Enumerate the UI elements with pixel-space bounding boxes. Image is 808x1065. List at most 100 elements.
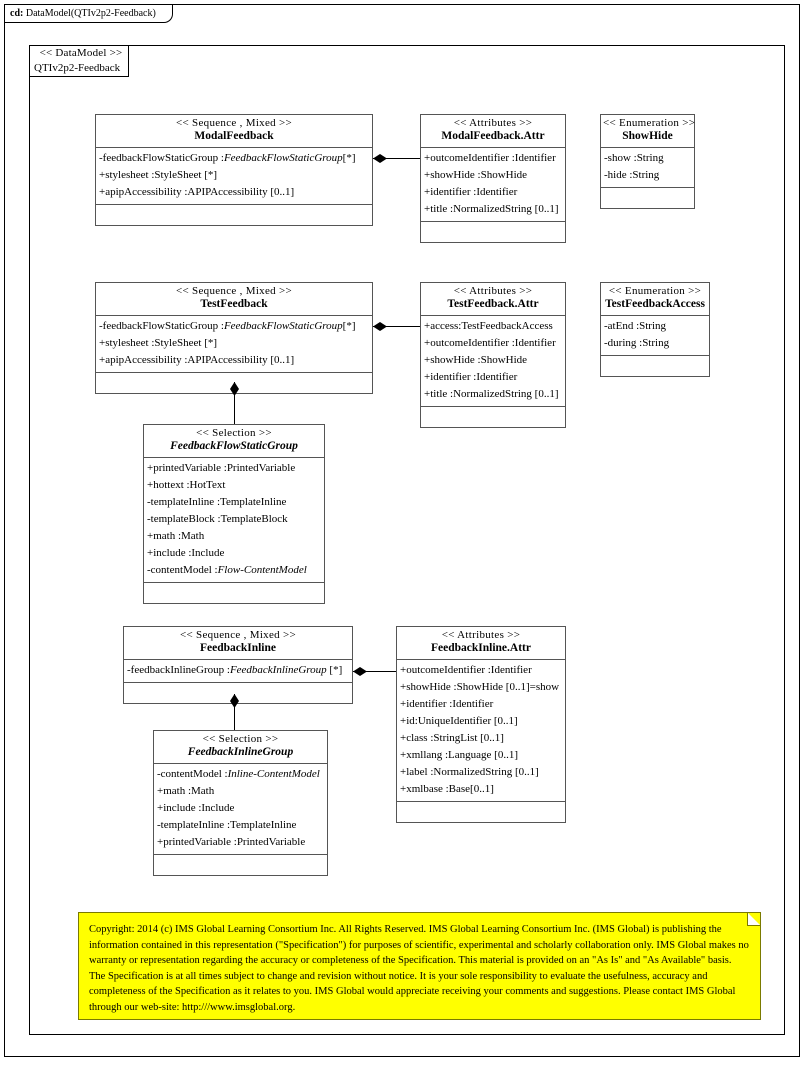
class-box-test-feedback[interactable]: << Sequence , Mixed >> TestFeedback -fee… <box>95 282 373 394</box>
attribute-row: +apipAccessibility :APIPAccessibility [0… <box>99 185 295 198</box>
attribute-row: +stylesheet :StyleSheet [*] <box>99 336 218 349</box>
attribute-row: +xmlbase :Base[0..1] <box>400 782 494 795</box>
class-box-test-feedback-attr[interactable]: << Attributes >> TestFeedback.Attr +acce… <box>420 282 566 428</box>
composition-line-feedback-inline-group <box>234 694 235 732</box>
class-stereotype: << Attributes >> <box>453 117 533 129</box>
class-attributes: -contentModel :Inline-ContentModel +math… <box>154 764 327 855</box>
class-box-test-feedback-access[interactable]: << Enumeration >> TestFeedbackAccess -at… <box>600 282 710 377</box>
class-operations <box>397 802 565 822</box>
attribute-multiplicity: [*] <box>342 319 356 332</box>
class-attributes: -show :String -hide :String <box>601 148 694 188</box>
class-attributes: +printedVariable :PrintedVariable +hotte… <box>144 458 324 583</box>
attribute-row: +outcomeIdentifier :Identifier <box>424 336 556 349</box>
attribute-row: +title :NormalizedString [0..1] <box>424 387 559 400</box>
package-datamodel: << DataModel >> QTIv2p2-Feedback << Sequ… <box>29 45 785 1035</box>
attribute-text: -contentModel : <box>147 563 218 576</box>
composition-line-feedback-inline-attr <box>353 671 396 672</box>
attribute-text: -feedbackInlineGroup : <box>127 663 230 676</box>
composition-line-test-feedback-attr <box>373 326 420 327</box>
note-fold-corner <box>747 913 760 926</box>
attribute-type: FeedbackFlowStaticGroup <box>223 319 343 332</box>
diagram-kind-label: cd: <box>10 8 24 19</box>
attribute-type: Flow-ContentModel <box>217 563 307 576</box>
attribute-row: +printedVariable :PrintedVariable <box>147 461 296 474</box>
class-stereotype: << Selection >> <box>202 733 279 745</box>
class-stereotype: << Sequence , Mixed >> <box>175 285 293 297</box>
attribute-row: +math :Math <box>157 784 215 797</box>
diagram-frame-label: cd: DataModel(QTIv2p2-Feedback) <box>5 5 173 23</box>
composition-diamond-test-feedback-group <box>230 382 239 396</box>
class-box-show-hide[interactable]: << Enumeration >> ShowHide -show :String… <box>600 114 695 209</box>
class-name: TestFeedback.Attr <box>447 298 539 310</box>
class-header: << Attributes >> TestFeedback.Attr <box>421 283 565 316</box>
attribute-row: +id:UniqueIdentifier [0..1] <box>400 714 518 727</box>
attribute-row: +label :NormalizedString [0..1] <box>400 765 539 778</box>
class-stereotype: << Selection >> <box>196 427 272 439</box>
attribute-row: +xmllang :Language [0..1] <box>400 748 519 761</box>
attribute-row: +showHide :ShowHide <box>424 353 528 366</box>
class-header: << Enumeration >> ShowHide <box>601 115 696 148</box>
attribute-row: +identifier :Identifier <box>400 697 494 710</box>
class-attributes: -feedbackFlowStaticGroup :FeedbackFlowSt… <box>96 148 372 205</box>
class-name: ModalFeedback.Attr <box>441 130 545 142</box>
package-stereotype: << DataModel >> <box>39 47 123 59</box>
attribute-text: -feedbackFlowStaticGroup : <box>99 151 224 164</box>
composition-line-modal-feedback-attr <box>373 158 420 159</box>
composition-line-feedback-flow-static-group <box>234 382 235 428</box>
class-name: ModalFeedback <box>194 130 274 142</box>
attribute-row: -templateInline :TemplateInline <box>147 495 287 508</box>
class-attributes: -atEnd :String -during :String <box>601 316 709 356</box>
attribute-row: -templateBlock :TemplateBlock <box>147 512 288 525</box>
attribute-row: +showHide :ShowHide <box>424 168 528 181</box>
class-attributes: +outcomeIdentifier :Identifier +showHide… <box>421 148 565 222</box>
attribute-text: -contentModel : <box>157 767 228 780</box>
class-header: << Selection >> FeedbackFlowStaticGroup <box>144 425 324 458</box>
attribute-type: FeedbackInlineGroup <box>229 663 327 676</box>
class-name: FeedbackFlowStaticGroup <box>170 440 298 452</box>
class-box-modal-feedback-attr[interactable]: << Attributes >> ModalFeedback.Attr +out… <box>420 114 566 243</box>
class-box-feedback-inline-group[interactable]: << Selection >> FeedbackInlineGroup -con… <box>153 730 328 876</box>
class-header: << Sequence , Mixed >> TestFeedback <box>96 283 372 316</box>
attribute-row: +class :StringList [0..1] <box>400 731 504 744</box>
class-stereotype: << Attributes >> <box>453 285 533 297</box>
copyright-text: Copyright: 2014 (c) IMS Global Learning … <box>89 924 749 1013</box>
class-operations <box>421 222 565 242</box>
attribute-row: -atEnd :String <box>604 319 667 332</box>
class-header: << Enumeration >> TestFeedbackAccess <box>601 283 709 316</box>
class-header: << Attributes >> FeedbackInline.Attr <box>397 627 565 660</box>
copyright-note: Copyright: 2014 (c) IMS Global Learning … <box>78 912 761 1020</box>
attribute-row: +outcomeIdentifier :Identifier <box>400 663 532 676</box>
attribute-row: +title :NormalizedString [0..1] <box>424 202 559 215</box>
class-name: FeedbackInline.Attr <box>431 642 531 654</box>
attribute-row: +stylesheet :StyleSheet [*] <box>99 168 218 181</box>
attribute-row: -feedbackInlineGroup :FeedbackInlineGrou… <box>124 662 352 679</box>
class-header: << Sequence , Mixed >> FeedbackInline <box>124 627 352 660</box>
attribute-row: -show :String <box>604 151 664 164</box>
attribute-row: -feedbackFlowStaticGroup :FeedbackFlowSt… <box>96 318 372 335</box>
class-name: ShowHide <box>622 130 673 142</box>
class-name: TestFeedbackAccess <box>605 298 705 310</box>
attribute-row: +showHide :ShowHide [0..1]=show <box>400 680 560 693</box>
class-box-modal-feedback[interactable]: << Sequence , Mixed >> ModalFeedback -fe… <box>95 114 373 226</box>
attribute-text: -feedbackFlowStaticGroup : <box>99 319 224 332</box>
class-operations <box>96 205 372 225</box>
class-stereotype: << Sequence , Mixed >> <box>179 629 297 641</box>
package-header: << DataModel >> QTIv2p2-Feedback <box>29 45 129 77</box>
class-attributes: -feedbackInlineGroup :FeedbackInlineGrou… <box>124 660 352 683</box>
attribute-row: +hottext :HotText <box>147 478 226 491</box>
attribute-row: -contentModel :Flow-ContentModel <box>144 562 324 579</box>
class-stereotype: << Attributes >> <box>441 629 521 641</box>
class-stereotype: << Enumeration >> <box>603 117 696 129</box>
class-header: << Attributes >> ModalFeedback.Attr <box>421 115 565 148</box>
class-box-feedback-flow-static-group[interactable]: << Selection >> FeedbackFlowStaticGroup … <box>143 424 325 604</box>
attribute-type: Inline-ContentModel <box>227 767 320 780</box>
attribute-row: +outcomeIdentifier :Identifier <box>424 151 556 164</box>
class-box-feedback-inline[interactable]: << Sequence , Mixed >> FeedbackInline -f… <box>123 626 353 704</box>
attribute-row: -templateInline :TemplateInline <box>157 818 297 831</box>
attribute-multiplicity: [*] <box>342 151 356 164</box>
class-box-feedback-inline-attr[interactable]: << Attributes >> FeedbackInline.Attr +ou… <box>396 626 566 823</box>
class-operations <box>154 855 327 875</box>
class-stereotype: << Enumeration >> <box>608 285 702 297</box>
attribute-row: +printedVariable :PrintedVariable <box>157 835 306 848</box>
composition-diamond-feedback-inline-group <box>230 694 239 708</box>
